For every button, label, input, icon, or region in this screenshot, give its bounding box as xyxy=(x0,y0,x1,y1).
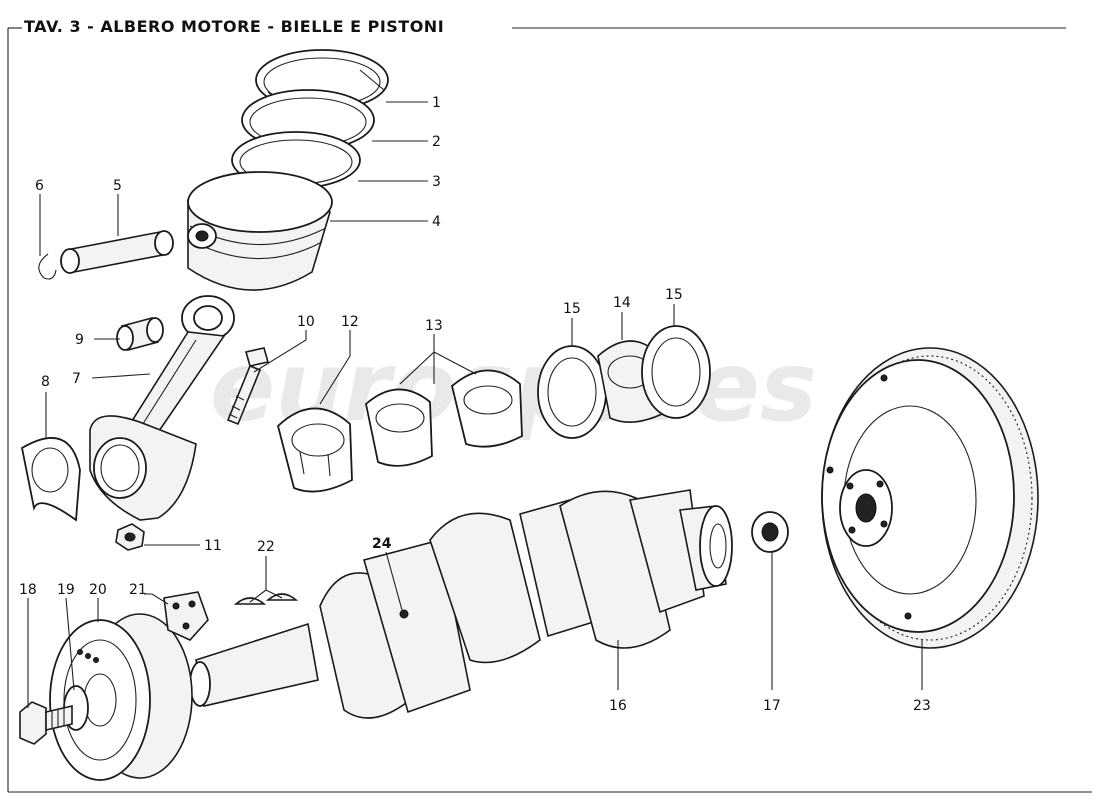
callout-label: 9 xyxy=(75,332,84,348)
callout-label: 7 xyxy=(72,371,81,387)
callout-label: 13 xyxy=(425,318,443,334)
page-title: TAV. 3 - ALBERO MOTORE - BIELLE E PISTON… xyxy=(24,17,444,36)
callout-label: 23 xyxy=(913,698,931,714)
callout-label: 24 xyxy=(372,536,392,552)
callout-label: 8 xyxy=(41,374,50,390)
lock-plate xyxy=(163,591,209,641)
callout-label: 11 xyxy=(204,538,222,554)
thrust-washer-rear xyxy=(641,325,711,419)
callout-label: 16 xyxy=(609,698,627,714)
leader-lines xyxy=(27,101,923,708)
pulley xyxy=(49,613,193,781)
pilot-bearing xyxy=(751,511,789,553)
connecting-rod xyxy=(89,295,235,521)
rod-nut xyxy=(115,523,145,551)
callout-label: 5 xyxy=(113,178,122,194)
rod-bolt xyxy=(226,347,270,426)
woodruff-keys xyxy=(233,593,299,605)
piston-pin xyxy=(60,230,174,274)
callout-label: 20 xyxy=(89,582,107,598)
callout-label: 4 xyxy=(432,214,441,230)
callout-labels: 1 2 3 4 5 6 7 8 9 10 11 12 13 14 15 15 1… xyxy=(19,95,931,714)
callout-label: 2 xyxy=(432,134,441,150)
callout-label: 12 xyxy=(341,314,359,330)
main-bearing-13a xyxy=(365,388,433,467)
main-bearing-12 xyxy=(276,407,353,493)
callout-label: 21 xyxy=(129,582,147,598)
main-bearing-13b xyxy=(450,369,523,448)
callout-label: 17 xyxy=(763,698,781,714)
thrust-washer-front xyxy=(537,345,607,439)
callout-label: 15 xyxy=(563,301,581,317)
callout-label: 6 xyxy=(35,178,44,194)
callout-label: 10 xyxy=(297,314,315,330)
crankshaft xyxy=(189,489,733,719)
small-end-bush xyxy=(116,317,164,351)
callout-label: 19 xyxy=(57,582,75,598)
callout-label: 1 xyxy=(432,95,441,111)
frame xyxy=(7,27,1092,793)
callout-label: 3 xyxy=(432,174,441,190)
big-end-bearing xyxy=(20,437,81,522)
callout-label: 22 xyxy=(257,539,275,555)
pulley-bolt xyxy=(19,701,73,745)
piston xyxy=(187,171,333,291)
flywheel xyxy=(821,347,1039,649)
callout-label: 14 xyxy=(613,295,631,311)
circlip xyxy=(38,253,57,280)
callout-label: 18 xyxy=(19,582,37,598)
callout-label: 15 xyxy=(665,287,683,303)
